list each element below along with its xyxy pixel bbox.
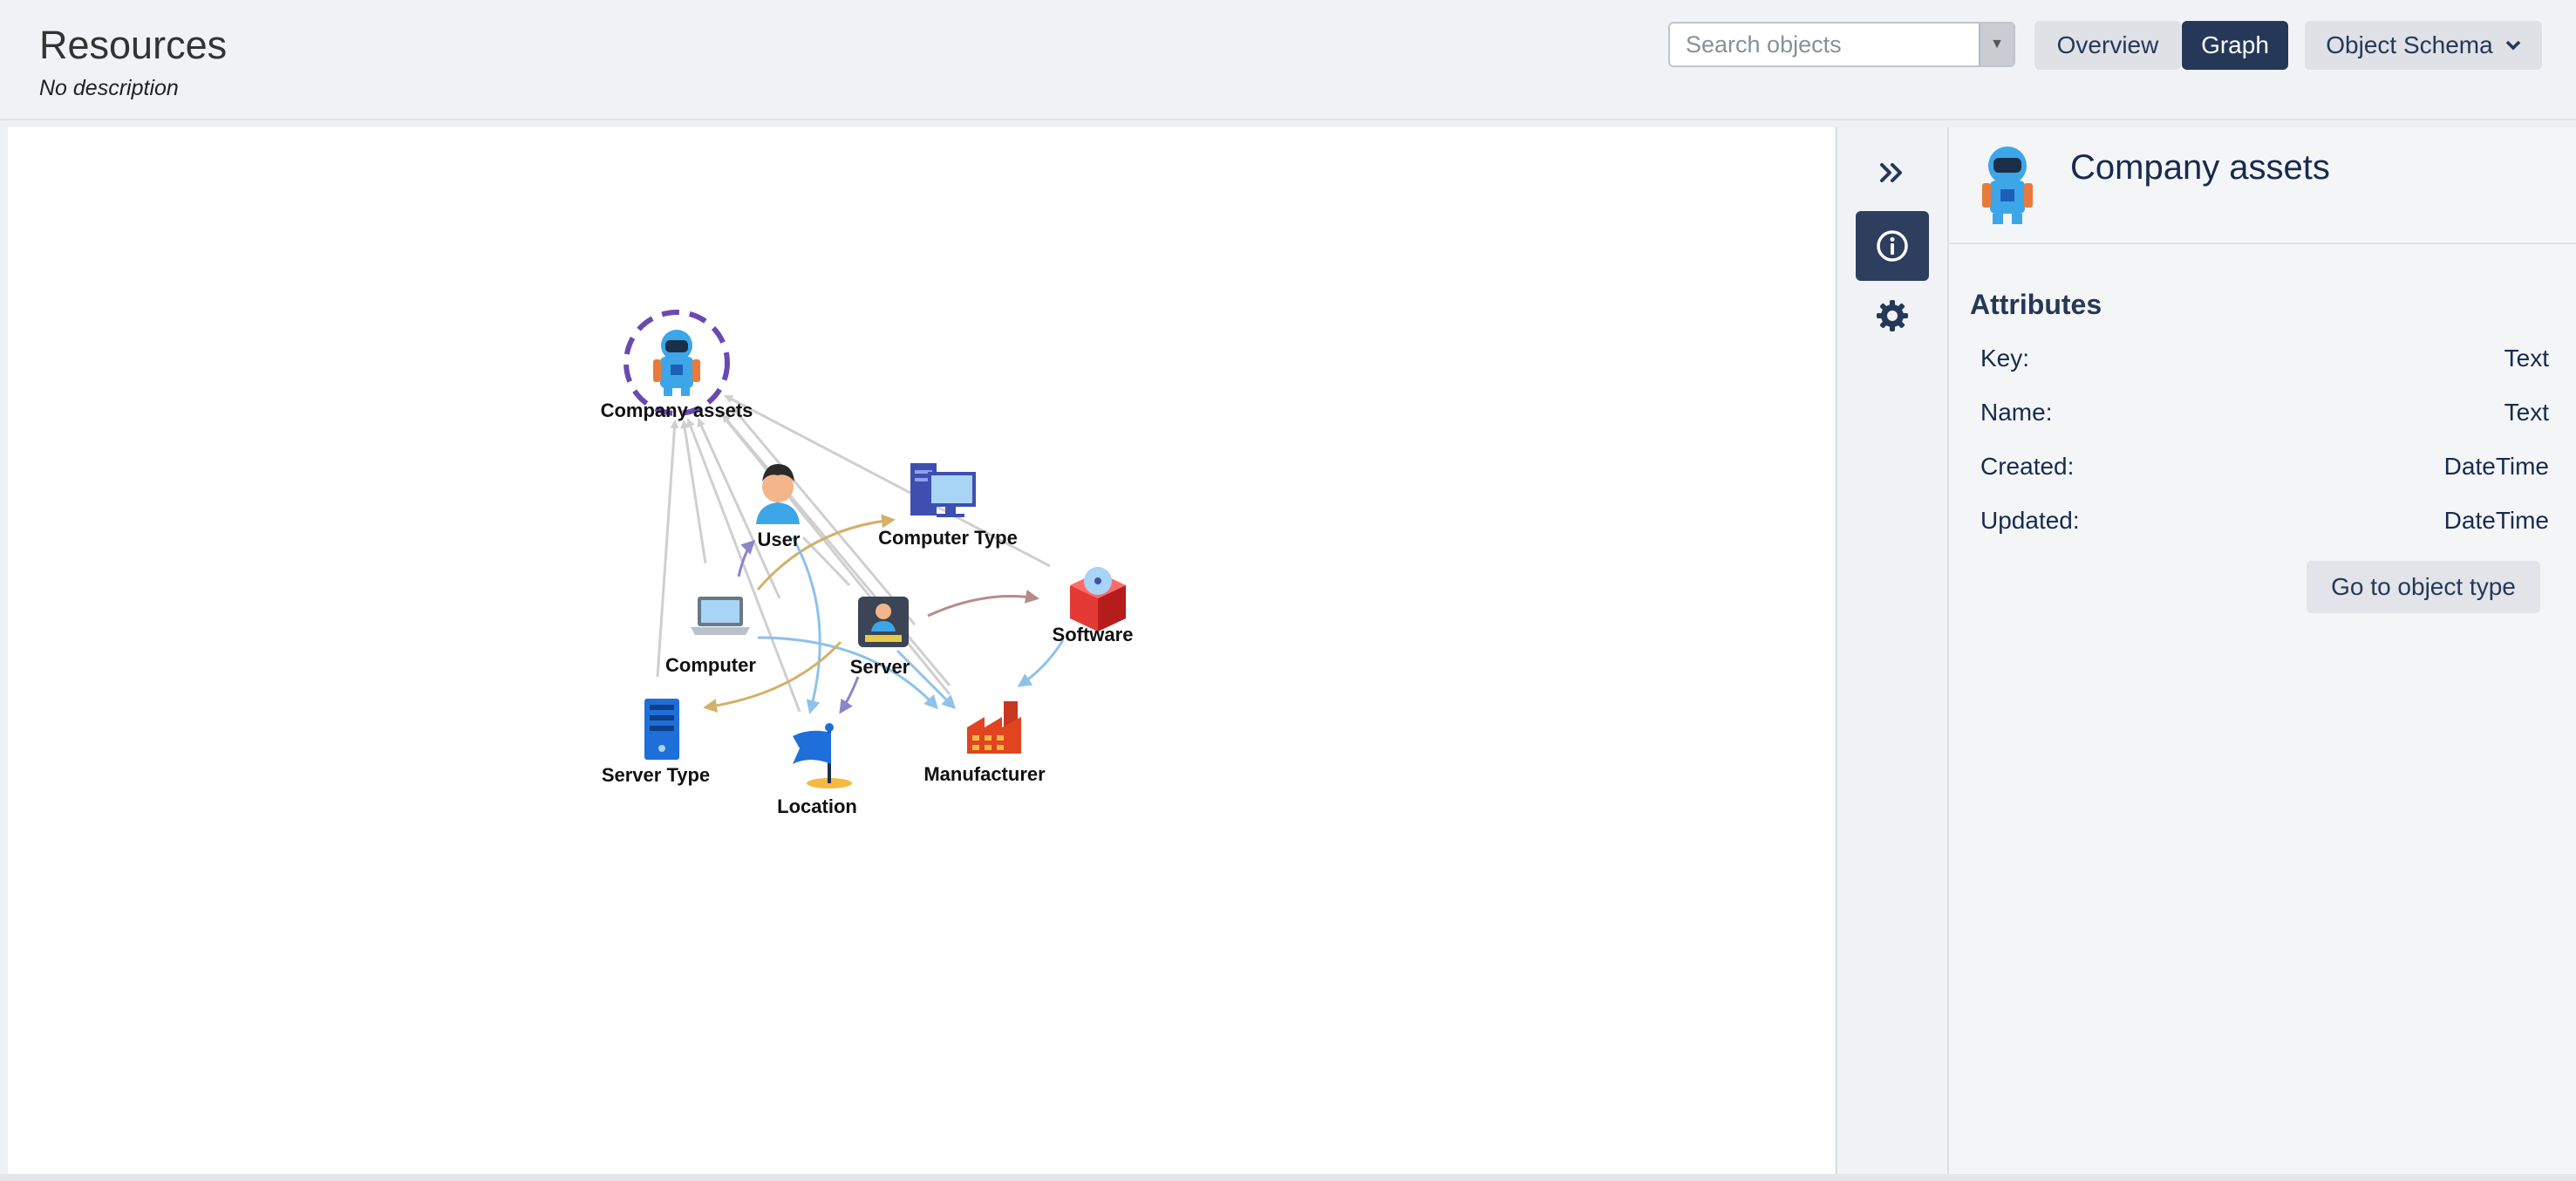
node-manufacturer[interactable]: Manufacturer <box>923 701 1046 785</box>
chevron-down-icon <box>2505 40 2520 51</box>
attribute-name: Created: <box>1980 453 2075 480</box>
attributes-heading: Attributes <box>1970 289 2102 320</box>
node-label: Software <box>1053 624 1134 645</box>
selection-ring <box>624 310 730 416</box>
object-schema-label: Object Schema <box>2326 31 2493 58</box>
attribute-name: Name: <box>1980 399 2053 426</box>
page-header: Resources No description ▼ Overview Grap… <box>0 0 2576 120</box>
search-dropdown-arrow-icon[interactable]: ▼ <box>1979 24 2014 65</box>
edge-user-company <box>697 418 781 599</box>
edge-location-company <box>686 418 801 713</box>
edge-software-manufacturer <box>1017 639 1065 687</box>
node-user[interactable]: User <box>756 464 801 550</box>
bottom-bar <box>0 1174 2576 1181</box>
gear-icon <box>1877 300 1908 331</box>
schema-graph[interactable]: Company assets User Computer Type <box>8 127 1835 1174</box>
server-rack-icon <box>644 699 679 760</box>
node-label: Location <box>777 795 857 817</box>
user-icon <box>756 464 800 524</box>
edge-computer-computertype <box>756 514 896 590</box>
edge-computer-company <box>680 420 707 564</box>
page-title: Resources <box>39 23 228 67</box>
node-computer[interactable]: Computer <box>665 597 756 676</box>
edge-server-location <box>839 676 860 714</box>
node-label: Company assets <box>601 399 753 421</box>
double-chevron-right-icon <box>1880 163 1902 182</box>
info-icon <box>1877 230 1908 262</box>
node-company-assets[interactable]: Company assets <box>601 310 753 421</box>
flag-icon <box>793 723 852 788</box>
edge-computertype-company <box>730 405 917 625</box>
tab-graph[interactable]: Graph <box>2182 21 2288 70</box>
page-description: No description <box>39 76 179 100</box>
attribute-row: Updated: DateTime <box>1980 507 2549 542</box>
collapse-panel-button[interactable] <box>1856 138 1929 208</box>
attribute-type: DateTime <box>2443 507 2549 534</box>
attribute-name: Key: <box>1980 345 2030 372</box>
node-location[interactable]: Location <box>777 723 857 817</box>
astronaut-icon <box>653 330 700 396</box>
node-label: User <box>758 529 801 550</box>
attribute-type: Text <box>2504 345 2549 372</box>
attribute-name: Updated: <box>1980 507 2080 534</box>
edge-server-company <box>717 409 951 695</box>
go-to-object-type-button[interactable]: Go to object type <box>2307 561 2540 613</box>
edge-software-company <box>724 394 1051 568</box>
edge-server-manufacturer <box>896 649 957 710</box>
detail-header: Company assets <box>1949 127 2576 244</box>
astronaut-icon <box>1982 147 2033 224</box>
node-computer-type[interactable]: Computer Type <box>878 463 1018 549</box>
edge-computer-user <box>737 539 756 577</box>
node-label: Computer Type <box>878 527 1018 549</box>
edge-manufacturer-company <box>721 413 951 686</box>
node-server-type[interactable]: Server Type <box>602 699 710 786</box>
tab-overview[interactable]: Overview <box>2034 21 2181 70</box>
node-label: Manufacturer <box>923 763 1046 785</box>
edge-server-servertype <box>703 640 842 713</box>
node-label: Computer <box>665 654 756 676</box>
search-input[interactable] <box>1672 25 2005 64</box>
software-box-icon <box>1070 567 1126 631</box>
edge-user-location <box>791 536 821 714</box>
info-panel-button[interactable] <box>1856 211 1929 281</box>
attribute-type: DateTime <box>2443 453 2549 480</box>
edge-server-software <box>927 589 1039 618</box>
edge-computer-manufacturer <box>757 636 939 710</box>
node-server[interactable]: Server <box>850 597 910 678</box>
graph-edges <box>656 394 1051 713</box>
node-label: Server Type <box>602 764 710 786</box>
graph-canvas[interactable]: Company assets User Computer Type <box>8 127 1835 1174</box>
settings-panel-button[interactable] <box>1856 281 1929 351</box>
computer-type-icon <box>910 463 976 517</box>
detail-title: Company assets <box>2070 148 2330 187</box>
side-toolbar <box>1836 127 1947 1174</box>
node-label: Server <box>850 656 910 678</box>
laptop-icon <box>691 597 750 635</box>
detail-panel: Company assets Attributes Key: Text Name… <box>1947 127 2576 1174</box>
server-icon <box>858 597 909 647</box>
attribute-row: Created: DateTime <box>1980 453 2549 488</box>
search-box[interactable]: ▼ <box>1668 22 2015 67</box>
factory-icon <box>967 701 1021 754</box>
node-software[interactable]: Software <box>1053 567 1134 645</box>
attribute-type: Text <box>2504 399 2549 426</box>
attribute-row: Name: Text <box>1980 399 2549 433</box>
object-schema-dropdown[interactable]: Object Schema <box>2305 21 2542 70</box>
edge-servertype-company <box>656 420 679 678</box>
attribute-row: Key: Text <box>1980 345 2549 379</box>
